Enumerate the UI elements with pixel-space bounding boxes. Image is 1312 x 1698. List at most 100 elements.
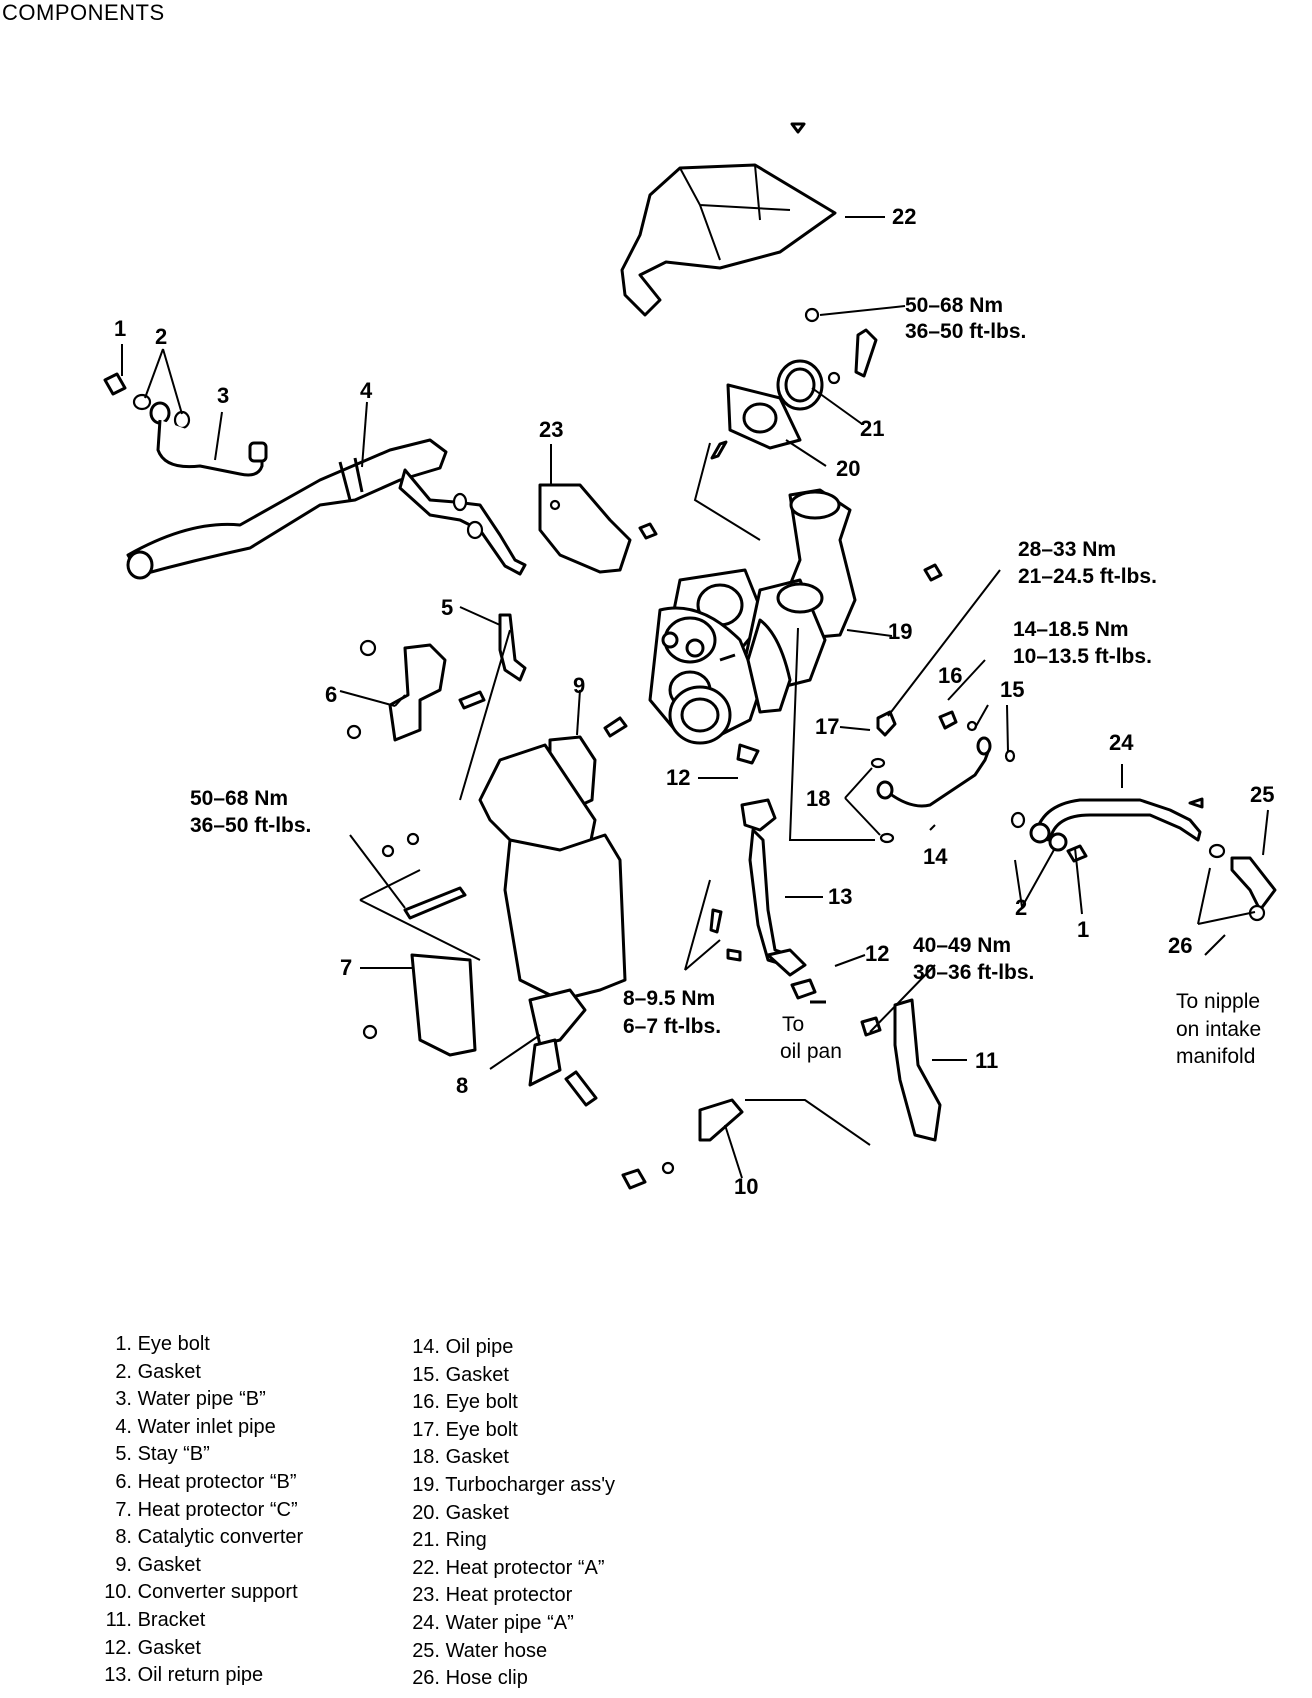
legend-item: 2. Gasket: [96, 1359, 303, 1387]
legend-item: 24. Water pipe “A”: [404, 1610, 615, 1638]
legend-number: 13.: [104, 1664, 132, 1687]
turbocharger-shape: [648, 488, 943, 745]
legend-item: 22. Heat protector “A”: [404, 1555, 615, 1583]
legend-number: 15.: [412, 1363, 440, 1386]
callout-8: 8: [456, 1073, 468, 1098]
catalytic-converter-shape: [381, 716, 628, 1087]
legend-item: 18. Gasket: [404, 1444, 615, 1472]
legend-number: 20.: [412, 1501, 440, 1524]
legend-number: 21.: [412, 1529, 440, 1552]
legend-label: Converter support: [137, 1581, 298, 1604]
converter-support-shape: [564, 1070, 744, 1190]
note-oil-pan-line: To: [782, 1013, 804, 1036]
callout-17: 17: [815, 714, 839, 739]
callout-20: 20: [836, 456, 860, 481]
water-inlet-pipe-shape: [126, 438, 527, 580]
legend-item: 6. Heat protector “B”: [96, 1469, 303, 1497]
legend-label: Gasket: [445, 1501, 509, 1524]
legend-item: 16. Eye bolt: [404, 1389, 615, 1417]
legend-number: 9.: [115, 1553, 132, 1576]
legend-number: 22.: [412, 1556, 440, 1579]
legend-item: 26. Hose clip: [404, 1665, 615, 1693]
legend-label: Gasket: [137, 1636, 201, 1659]
callout-14: 14: [923, 844, 948, 869]
torque-spec-nm: 40–49 Nm: [913, 934, 1011, 957]
callout-24: 24: [1109, 730, 1134, 755]
legend-number: 8.: [115, 1526, 132, 1549]
legend-number: 2.: [115, 1360, 132, 1383]
legend-item: 20. Gasket: [404, 1500, 615, 1528]
callout-16: 16: [938, 663, 962, 688]
legend-label: Gasket: [445, 1363, 509, 1386]
legend-item: 14. Oil pipe: [404, 1334, 615, 1362]
notes: To oil pan To nipple on intake manifold: [780, 990, 1261, 1068]
legend-item: 1. Eye bolt: [96, 1331, 303, 1359]
legend-number: 17.: [412, 1418, 440, 1441]
oil-pipe-shape: [870, 710, 1016, 844]
legend-label: Ring: [445, 1529, 487, 1552]
callout-4: 4: [360, 378, 373, 403]
water-pipe-b-shape: [103, 372, 268, 477]
legend-label: Water pipe “A”: [445, 1611, 574, 1634]
callout-1b: 1: [1077, 917, 1089, 942]
legend-label: Gasket: [137, 1360, 201, 1383]
callout-23: 23: [539, 417, 563, 442]
torque-spec-ftlbs: 21–24.5 ft-lbs.: [1018, 565, 1157, 588]
legend-label: Oil pipe: [445, 1336, 514, 1358]
callout-25: 25: [1250, 782, 1274, 807]
legend-label: Eye bolt: [137, 1333, 210, 1355]
legend-item: 19. Turbocharger ass'y: [404, 1472, 615, 1500]
bracket-shape: [860, 998, 942, 1142]
water-pipe-a-shape: [1010, 797, 1277, 922]
torque-spec-ftlbs: 30–36 ft-lbs.: [913, 961, 1034, 984]
legend-label: Hose clip: [445, 1667, 528, 1690]
legend-number: 18.: [412, 1446, 440, 1469]
legend-number: 7.: [115, 1498, 132, 1521]
legend-number: 6.: [115, 1470, 132, 1493]
note-nipple-line: manifold: [1176, 1045, 1255, 1068]
legend-number: 11.: [105, 1608, 132, 1631]
legend-item: 23. Heat protector: [404, 1582, 615, 1610]
legend-item: 9. Gasket: [96, 1552, 303, 1580]
legend-label: Heat protector: [445, 1584, 573, 1607]
legend-item: 5. Stay “B”: [96, 1441, 303, 1469]
torque-spec-nm: 28–33 Nm: [1018, 538, 1116, 561]
legend-number: 16.: [412, 1391, 440, 1414]
legend-label: Water inlet pipe: [137, 1415, 276, 1438]
torque-spec-ftlbs: 36–50 ft-lbs.: [905, 320, 1026, 343]
callout-15: 15: [1000, 677, 1024, 702]
torque-spec-nm: 50–68 Nm: [190, 787, 288, 810]
legend-item: 17. Eye bolt: [404, 1417, 615, 1445]
legend-number: 12.: [104, 1636, 132, 1659]
callout-1: 1: [114, 316, 126, 341]
legend-item: 12. Gasket: [96, 1635, 303, 1663]
legend-item: 13. Oil return pipe: [96, 1662, 303, 1690]
legend-number: 25.: [412, 1639, 440, 1662]
legend-label: Oil return pipe: [137, 1664, 264, 1687]
legend-number: 5.: [115, 1443, 132, 1466]
heat-protector-c-shape: [362, 953, 477, 1057]
ring-and-gasket-shape: [710, 307, 878, 460]
legend-item: 4. Water inlet pipe: [96, 1414, 303, 1442]
callout-3: 3: [217, 383, 229, 408]
legend-label: Eye bolt: [445, 1418, 518, 1441]
callout-18: 18: [806, 786, 830, 811]
legend-label: Stay “B”: [137, 1443, 210, 1466]
legend-label: Eye bolt: [445, 1391, 518, 1414]
legend-number: 14.: [412, 1336, 440, 1358]
torque-spec-ftlbs: 10–13.5 ft-lbs.: [1013, 645, 1152, 668]
page-title: COMPONENTS: [2, 0, 165, 25]
callout-5: 5: [441, 595, 453, 620]
stay-and-protector-b-shape: [346, 613, 527, 742]
legend-number: 1.: [115, 1333, 132, 1355]
heat-protector-23-shape: [538, 483, 658, 574]
callout-22: 22: [892, 204, 916, 229]
legend-number: 19.: [412, 1473, 440, 1496]
legend-item: 8. Catalytic converter: [96, 1524, 303, 1552]
note-nipple-line: on intake: [1176, 1018, 1261, 1041]
legend-number: 10.: [104, 1581, 132, 1604]
legend-label: Water hose: [445, 1639, 548, 1662]
callout-21: 21: [860, 416, 884, 441]
